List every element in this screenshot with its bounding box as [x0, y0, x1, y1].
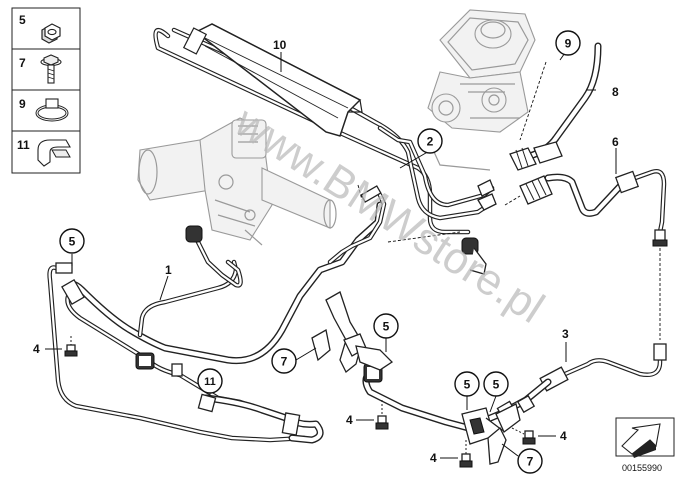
oil-cooler-line-10 [153, 23, 497, 235]
callout-circle [517, 448, 543, 474]
bolt-icon [375, 400, 389, 430]
hose-clamp-icon [35, 98, 69, 122]
callout-5: 5 [464, 378, 471, 392]
callout-10: 10 [273, 38, 287, 52]
bolt-icon [40, 54, 62, 84]
legend-number: 7 [19, 56, 26, 70]
callout-circle [417, 128, 443, 154]
legend-number: 11 [17, 138, 30, 152]
callout-circle [59, 228, 85, 254]
callout-5: 5 [69, 235, 76, 249]
callout-3: 3 [562, 327, 569, 341]
callout-9: 9 [565, 37, 572, 51]
callout-circle [373, 313, 399, 339]
bolt-icon [459, 440, 473, 468]
diagram-reference: 00155990 [615, 417, 675, 473]
callout-8: 8 [612, 85, 619, 99]
callout-7: 7 [281, 355, 288, 369]
callout-circle [271, 348, 297, 374]
callout-5: 5 [493, 378, 500, 392]
legend-panel: 5 7 9 11 [11, 7, 81, 174]
pressure-line-6 [519, 169, 668, 247]
bolt-icon [64, 336, 78, 357]
callout-6: 6 [612, 135, 619, 149]
legend-number: 9 [19, 97, 26, 111]
diagram-number: 00155990 [622, 463, 662, 473]
callout-7: 7 [527, 455, 534, 469]
callout-11: 11 [204, 376, 216, 388]
power-steering-pump-ghost [424, 9, 536, 171]
callout-1: 1 [165, 263, 172, 277]
legend-number: 5 [19, 13, 26, 27]
callout-circle [197, 368, 223, 394]
callout-4: 4 [560, 429, 567, 443]
callout-4: 4 [346, 413, 353, 427]
hex-nut-icon [41, 23, 61, 44]
callout-2: 2 [427, 135, 434, 149]
bolt-icon [511, 427, 536, 445]
clip-icon [37, 139, 71, 167]
callout-labels: 10 1 3 8 6 4 4 4 4 5 2 9 5 5 5 7 7 11 [33, 30, 619, 474]
hidden-lines [357, 61, 547, 243]
callout-5: 5 [383, 320, 390, 334]
callout-circle [483, 371, 509, 397]
callout-circle [454, 371, 480, 397]
high-pressure-hose-1 [47, 185, 487, 444]
steering-gear-ghost [137, 117, 337, 246]
callout-4: 4 [430, 451, 437, 465]
direction-arrow-icon [621, 423, 661, 458]
feed-hose-lower [311, 291, 552, 465]
return-hose-8 [509, 42, 602, 171]
pipe-3 [539, 248, 667, 392]
callout-circle [555, 30, 581, 56]
callout-4: 4 [33, 342, 40, 356]
